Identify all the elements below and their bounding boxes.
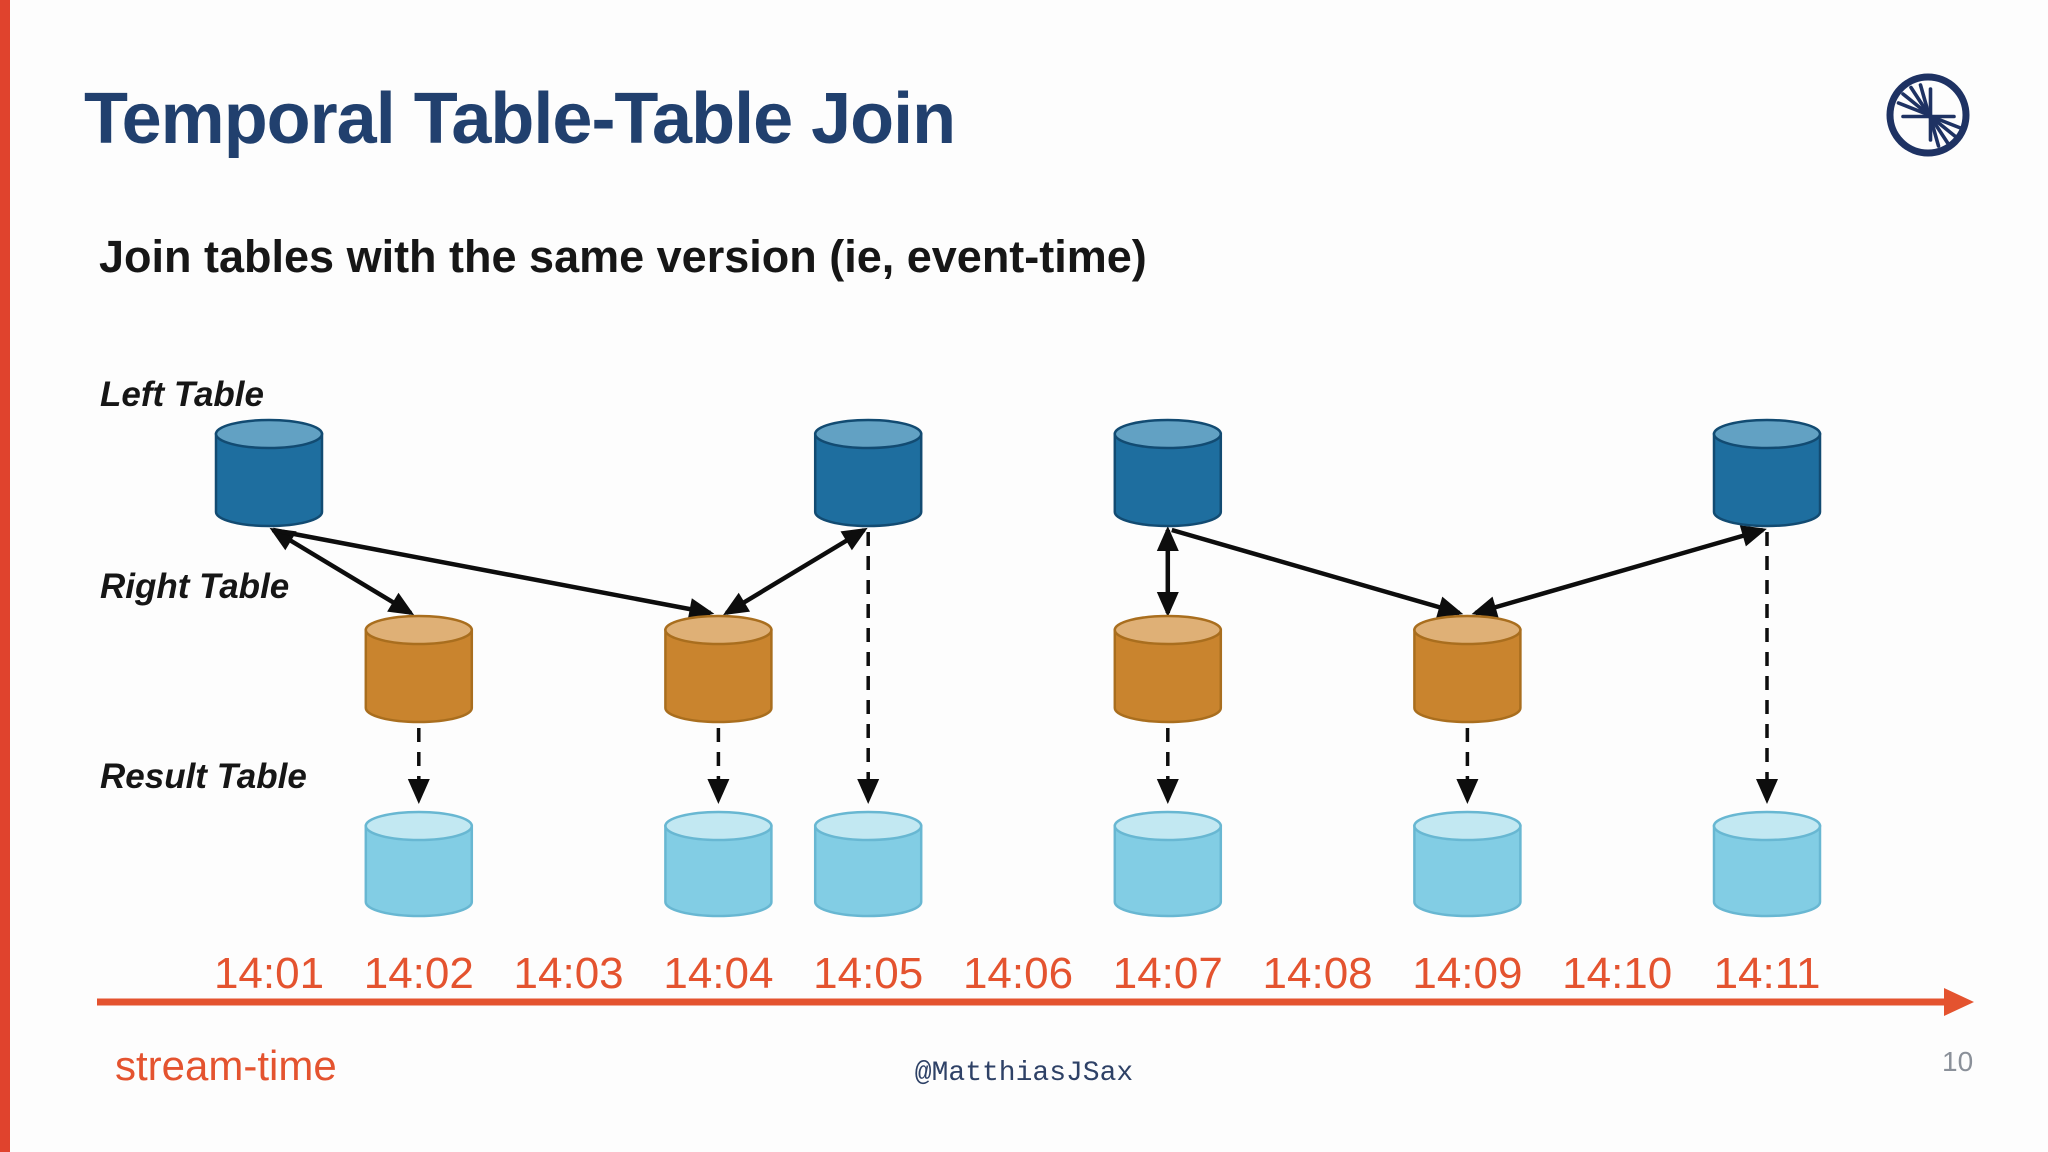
time-label-14:06: 14:06: [963, 949, 1073, 998]
time-label-14:10: 14:10: [1562, 949, 1672, 998]
join-arrow-11-9: [1471, 525, 1767, 618]
confluent-logo-icon: [1886, 73, 1970, 157]
time-label-14:05: 14:05: [813, 949, 923, 998]
left-table-cylinder-14:07: [1113, 418, 1223, 528]
join-arrow-7-9: [1171, 527, 1464, 618]
author-twitter-handle: @MatthiasJSax: [914, 1058, 1134, 1089]
result-table-cylinder-14:02: [364, 810, 474, 918]
right-table-cylinder-14:02: [364, 614, 474, 724]
time-label-14:08: 14:08: [1263, 949, 1373, 998]
page-number: 10: [1942, 1046, 1974, 1077]
left-table-cylinder-14:01: [214, 418, 324, 528]
time-label-14:03: 14:03: [514, 949, 624, 998]
time-label-14:07: 14:07: [1113, 949, 1223, 998]
stream-time-axis-label: stream-time: [115, 1042, 337, 1089]
right-table-cylinder-14:04: [664, 614, 773, 724]
result-table-cylinder-14:07: [1113, 810, 1223, 918]
stream-time-axis-arrowhead: [1944, 988, 1974, 1016]
time-label-14:09: 14:09: [1412, 949, 1522, 998]
row-label-right-table: Right Table: [100, 567, 289, 606]
result-table-cylinder-14:04: [664, 810, 773, 918]
row-label-left-table: Left Table: [100, 375, 264, 414]
right-table-cylinder-14:07: [1113, 614, 1223, 724]
left-table-cylinder-14:11: [1712, 418, 1822, 528]
time-label-14:01: 14:01: [214, 949, 324, 998]
time-label-14:02: 14:02: [364, 949, 474, 998]
left-table-cylinder-14:05: [813, 418, 923, 528]
result-table-cylinder-14:09: [1413, 810, 1522, 918]
slide-title: Temporal Table-Table Join: [84, 79, 956, 159]
join-arrow-1-2: [269, 527, 415, 616]
row-label-result-table: Result Table: [100, 757, 307, 796]
join-arrow-5-4: [722, 527, 868, 616]
slide-subtitle: Join tables with the same version (ie, e…: [99, 231, 1147, 282]
result-table-cylinder-14:05: [813, 810, 923, 918]
slide-accent-stripe: [0, 0, 10, 1152]
result-table-cylinder-14:11: [1712, 810, 1822, 918]
time-label-14:04: 14:04: [663, 949, 773, 998]
time-label-14:11: 14:11: [1714, 949, 1821, 998]
right-table-cylinder-14:09: [1413, 614, 1522, 724]
join-arrow-1-4: [272, 527, 715, 620]
